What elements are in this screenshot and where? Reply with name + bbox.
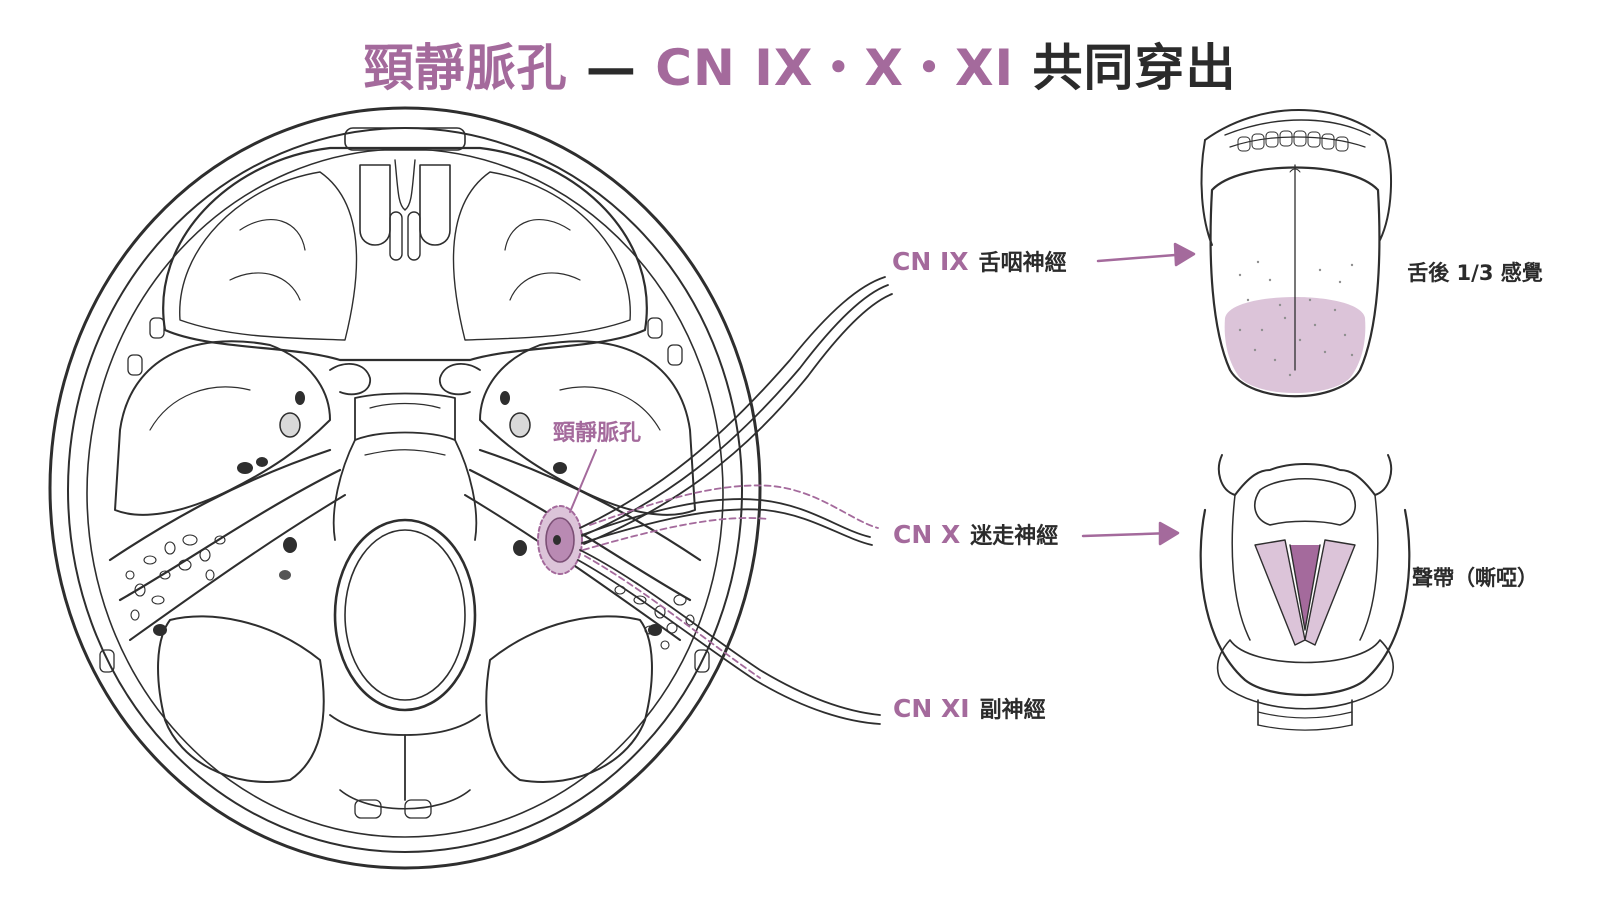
title-foramen: 頸靜脈孔: [363, 39, 568, 97]
cn-xi-name: 副神經: [980, 697, 1046, 723]
jugular-foramen-label: 頸靜脈孔: [553, 421, 641, 446]
tongue-target-label: 舌後 1/3 感覺: [1407, 261, 1543, 285]
cn-xi-label: CN XI 副神經: [893, 694, 1046, 723]
cn-ix-name: 舌咽神經: [979, 250, 1067, 276]
cn-x-nerve: [581, 484, 879, 551]
tongue-illustration: [1200, 109, 1392, 398]
cn-xi-code: CN XI: [893, 694, 970, 723]
cn-xi-nerve: [577, 549, 881, 725]
cn-x-code: CN X: [893, 520, 960, 549]
title-exit: 共同穿出: [1014, 39, 1237, 97]
cn-ix-nerve: [579, 276, 893, 545]
cn-x-name: 迷走神經: [969, 523, 1058, 549]
title-dash: —: [567, 39, 656, 97]
title-nerves: CN IX・X・XI: [655, 39, 1015, 97]
skull-base-illustration: [48, 106, 762, 870]
cn-x-label: CN X 迷走神經: [893, 520, 1058, 549]
cn-x-arrow: [1081, 521, 1180, 546]
cn-ix-code: CN IX: [892, 247, 969, 276]
page-title: 頸靜脈孔 — CN IX・X・XI 共同穿出: [0, 28, 1600, 100]
cn-ix-arrow: [1096, 242, 1196, 267]
larynx-target-label: 聲帶（嘶啞）: [1412, 566, 1538, 590]
cn-ix-label: CN IX 舌咽神經: [892, 247, 1067, 276]
larynx-illustration: [1199, 454, 1411, 731]
